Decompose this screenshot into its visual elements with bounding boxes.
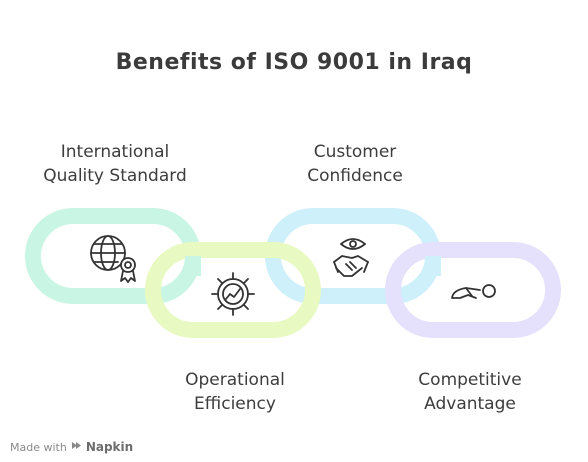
- benefit-label-customer-confidence: Customer Confidence: [270, 140, 440, 188]
- benefit-label-line: Quality Standard: [43, 166, 187, 186]
- benefit-label-line: Customer: [313, 142, 397, 162]
- benefit-label-line: International: [60, 142, 170, 162]
- benefit-label-line: Confidence: [307, 166, 403, 186]
- benefit-label-line: Advantage: [424, 394, 516, 414]
- benefit-label-line: Efficiency: [194, 394, 276, 414]
- gear-trend-icon: [211, 272, 255, 316]
- handshake-eye-icon: [333, 238, 369, 277]
- footer-credit: Made with Napkin: [10, 440, 133, 454]
- diagram-title: Benefits of ISO 9001 in Iraq: [115, 50, 473, 75]
- footer-brand: Napkin: [85, 440, 134, 454]
- benefit-label-operational-efficiency: Operational Efficiency: [150, 368, 320, 416]
- runner-icon: [451, 284, 496, 299]
- napkin-logo-icon: [71, 440, 82, 454]
- benefit-label-international-quality: International Quality Standard: [10, 140, 220, 188]
- chain-link-2: [145, 242, 321, 338]
- benefit-label-competitive-advantage: Competitive Advantage: [385, 368, 555, 416]
- chain-link-4: [385, 242, 561, 338]
- globe-certificate-icon: [90, 235, 136, 283]
- footer-made-with: Made with: [10, 440, 67, 454]
- benefit-label-line: Operational: [185, 370, 285, 390]
- benefit-label-line: Competitive: [418, 370, 522, 390]
